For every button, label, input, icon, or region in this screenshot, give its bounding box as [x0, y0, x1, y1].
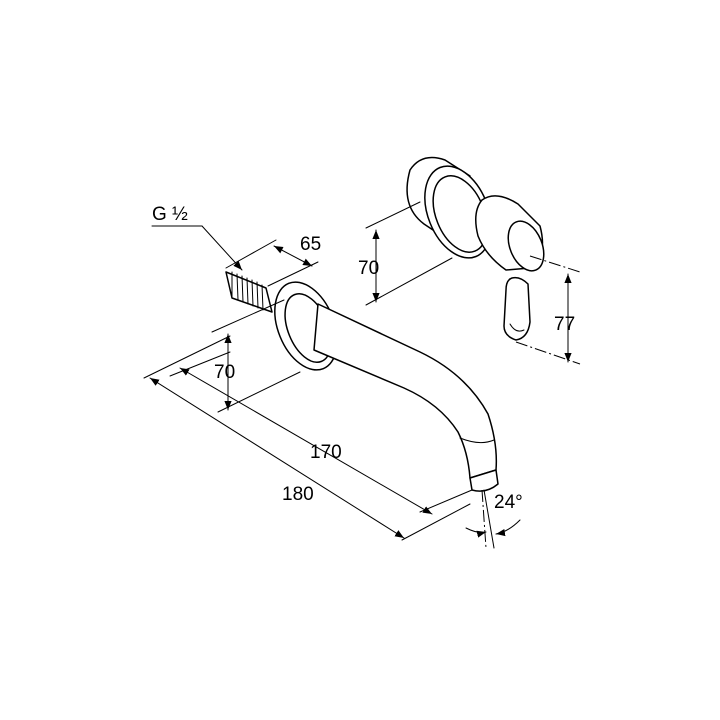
thread-grooves — [231, 271, 264, 311]
mixer-valve — [406, 156, 545, 341]
dim-spout-angle — [465, 489, 521, 549]
spout-assembly — [225, 271, 499, 492]
spout-ring — [459, 437, 495, 444]
total-length-label: 180 — [282, 484, 314, 505]
valve-handle-face — [507, 220, 545, 272]
dim-thread-length — [225, 239, 319, 287]
dim-total-length — [143, 335, 471, 541]
spout-aerator — [469, 469, 499, 492]
valve-height-label: 70 — [358, 258, 379, 279]
thread-size-label: G ½ — [152, 204, 188, 225]
valve-lever-edge — [509, 323, 525, 332]
spout-length-label: 170 — [310, 442, 342, 463]
thread-leader — [151, 225, 243, 271]
spout-angle-label: 24° — [494, 492, 523, 513]
spout-height-label: 70 — [214, 362, 235, 383]
lever-height-label: 77 — [554, 314, 575, 335]
dim-lever-height — [515, 255, 581, 365]
thread-connector — [225, 271, 273, 313]
dim-valve-height — [365, 201, 453, 306]
thread-length-label: 65 — [300, 234, 321, 255]
